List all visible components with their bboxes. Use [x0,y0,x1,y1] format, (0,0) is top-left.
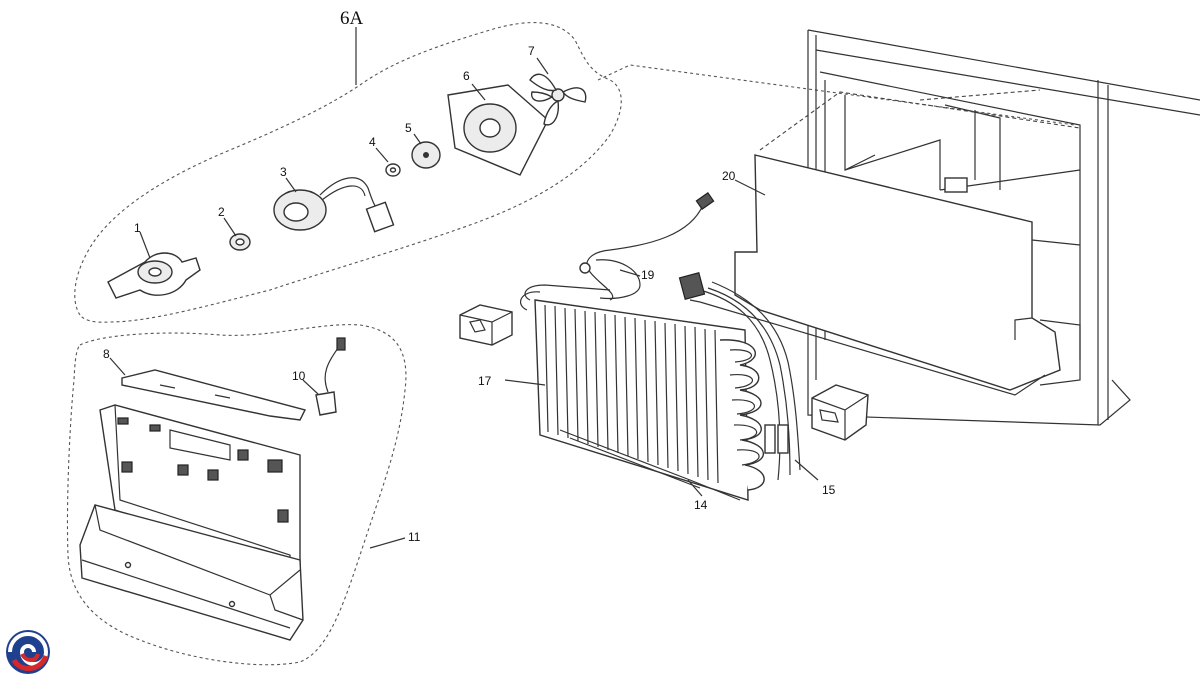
part-10-thermistor [302,337,346,416]
part-7-fan-blade [529,57,587,126]
part-6-fan-shroud [447,83,549,176]
part-5-grommet [411,133,441,169]
callout-2: 2 [218,205,225,219]
part-20-evaporator-cover [689,154,1061,396]
part-3-fan-motor [273,177,395,233]
group-6a-outline [74,22,622,323]
part-15-heater-harness [678,272,819,481]
callout-8: 8 [103,347,110,361]
callout-11: 11 [408,530,421,544]
part-2-bushing [223,217,251,251]
callout-14: 14 [694,498,708,512]
callout-5: 5 [405,121,412,135]
evaporator-cover-panel [79,404,304,641]
callout-10: 10 [292,369,306,383]
evaporator-cover-group-11: 11 8 10 [66,324,421,666]
callout-7: 7 [528,44,535,58]
callout-4: 4 [369,135,376,149]
foam-block-left [459,304,513,346]
callout-20: 20 [722,169,736,183]
swirl-logo-icon [6,630,50,674]
group-6a-title: 6A [340,8,364,29]
leader-11 [369,537,406,549]
leader-17 [504,379,546,386]
evaporator-fins [544,304,719,484]
leader-14 [687,479,703,497]
callout-15: 15 [822,483,836,497]
callout-17: 17 [478,374,492,388]
callout-1: 1 [134,221,141,235]
callout-19: 19 [641,268,655,282]
part-19-defrost-sensor [579,192,715,301]
part-4-washer [375,147,401,177]
callout-3: 3 [280,165,287,179]
foam-block-right [811,384,869,441]
fan-assembly-group-6a: 6A [74,8,622,323]
part-17-evaporator [519,284,765,501]
part-1-fan-bracket [107,231,201,299]
callout-6: 6 [463,69,470,83]
group-11-outline [66,324,407,666]
part-8-cover-strip [109,357,307,421]
